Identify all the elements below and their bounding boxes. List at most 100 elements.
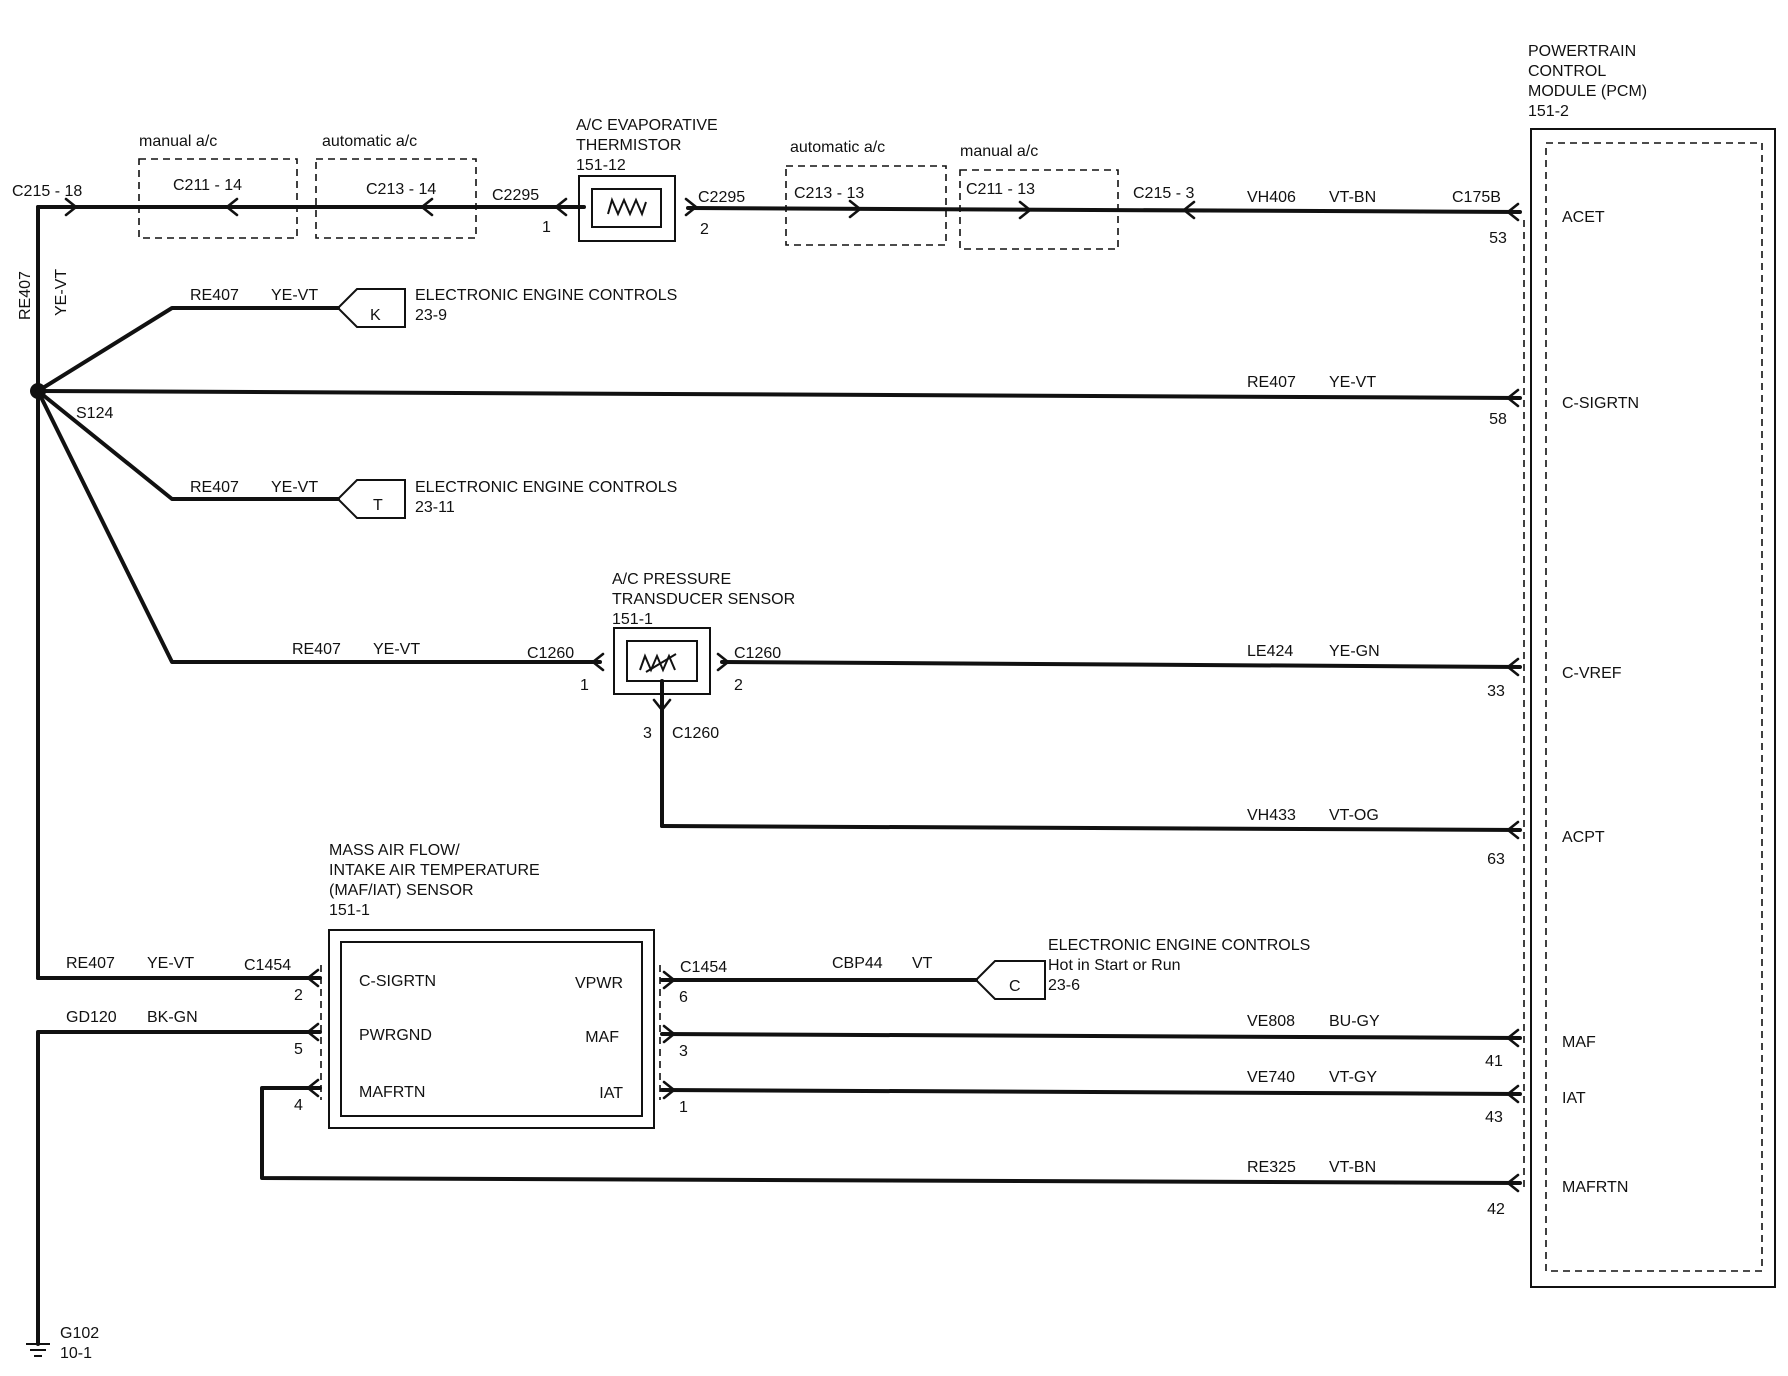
- acp-title-2: TRANSDUCER SENSOR: [612, 591, 795, 608]
- mafiat-outer: [328, 929, 655, 1129]
- mafiat-title-2: INTAKE AIR TEMPERATURE: [329, 862, 540, 879]
- pin-acpt-label: ACPT: [1562, 829, 1605, 846]
- pin-c1260-1: 1: [580, 677, 589, 694]
- arrow-c1260-left: [591, 652, 605, 672]
- arrow-c215-3: [1182, 200, 1196, 220]
- connector-c211-14: C211 - 14: [173, 177, 242, 194]
- acp-title-3: 151-1: [612, 611, 653, 628]
- pcm-inner-dashed: [1545, 142, 1763, 1272]
- mafiat-right-num-6: 6: [679, 989, 688, 1006]
- pin-cvref-label: C-VREF: [1562, 665, 1622, 682]
- wire-acp-left-color: YE-VT: [373, 641, 420, 658]
- arrow-mafrtn: [1506, 1173, 1520, 1193]
- label-automatic-ac-1: automatic a/c: [322, 133, 417, 150]
- acp-sensor-inner: [626, 640, 698, 682]
- wire-gd120-color: BK-GN: [147, 1009, 198, 1026]
- wire-cbp44-circuit: CBP44: [832, 955, 883, 972]
- wire-re407-maf-color: YE-VT: [147, 955, 194, 972]
- wire-csigrtn: [36, 389, 1522, 400]
- wire-csigrtn-circuit: RE407: [1247, 374, 1296, 391]
- mafiat-title-4: 151-1: [329, 902, 370, 919]
- arrow-c1260-bottom: [652, 698, 672, 712]
- mafiat-inner: [340, 941, 643, 1117]
- wire-left-circuit: RE407: [17, 271, 34, 320]
- ground-g102: G102 10-1: [26, 1325, 99, 1362]
- splice-network: RE407 YE-VT S124 RE407 YE-VT K ELECTRONI…: [17, 205, 1522, 980]
- wire-k-color: YE-VT: [271, 287, 318, 304]
- wire-acpt-circuit: VH433: [1247, 807, 1296, 824]
- arrow-iat: [1506, 1084, 1520, 1104]
- eec-c-title-2: Hot in Start or Run: [1048, 957, 1181, 974]
- eec-c-title-1: ELECTRONIC ENGINE CONTROLS: [1048, 937, 1310, 954]
- wire-branch-t: [36, 389, 340, 501]
- arrow-c1454-5: [306, 1022, 320, 1042]
- mafiat-left-num-2: 2: [294, 987, 303, 1004]
- label-manual-ac-2: manual a/c: [960, 143, 1038, 160]
- acp-variable-arrow-icon: [645, 653, 677, 673]
- mafiat-pin-pwrgnd: PWRGND: [359, 1027, 432, 1044]
- arrow-maf: [1506, 1028, 1520, 1048]
- pin-c2295-1: 1: [542, 219, 551, 236]
- label-automatic-ac-2: automatic a/c: [790, 139, 885, 156]
- connector-box-c213-13: [785, 165, 947, 246]
- pcm-outline: [1530, 128, 1776, 1288]
- wire-top-circuit: VH406: [1247, 189, 1296, 206]
- mafiat-pin-mafrtn: MAFRTN: [359, 1084, 425, 1101]
- wire-ve808: [660, 1032, 1522, 1040]
- connector-k: [336, 288, 406, 328]
- pin-mafrtn-label: MAFRTN: [1562, 1179, 1628, 1196]
- pin-mafrtn-number: 42: [1487, 1201, 1505, 1218]
- pcm-title-2: CONTROL: [1528, 63, 1606, 80]
- wire-cvref-color: YE-GN: [1329, 643, 1380, 660]
- pin-iat-number: 43: [1485, 1109, 1503, 1126]
- thermistor-inner: [591, 188, 662, 228]
- acp-sensor-circuit: RE407 YE-VT C1260 1 A/C PRESSURE TRANSDU…: [292, 571, 1522, 840]
- thermistor-resistor-icon: [607, 197, 647, 217]
- pin-acet-label: ACET: [1562, 209, 1605, 226]
- arrow-c215-18: [64, 197, 78, 217]
- arrow-c211-13: [1018, 200, 1032, 220]
- arrow-acpt: [1506, 820, 1520, 840]
- pin-c1260-3: 3: [643, 725, 652, 742]
- mafiat-pin-iat: IAT: [599, 1085, 623, 1102]
- wire-cbp44-color: VT: [912, 955, 933, 972]
- wire-cvref-circuit: LE424: [1247, 643, 1293, 660]
- wire-gd120-circuit: GD120: [66, 1009, 117, 1026]
- wire-ve740: [660, 1088, 1522, 1096]
- thermistor-title-3: 151-12: [576, 157, 626, 174]
- wire-acp-left-circuit: RE407: [292, 641, 341, 658]
- wire-acpt-color: VT-OG: [1329, 807, 1379, 824]
- pin-acpt-number: 63: [1487, 851, 1505, 868]
- mafiat-title-1: MASS AIR FLOW/: [329, 842, 460, 859]
- arrow-c213-14: [420, 197, 434, 217]
- pcm-title-4: 151-2: [1528, 103, 1569, 120]
- mafiat-left-num-5: 5: [294, 1041, 303, 1058]
- arrow-c1454-4: [306, 1078, 320, 1098]
- arrow-cvref: [1506, 657, 1520, 677]
- splice-label-s124: S124: [76, 405, 113, 422]
- pin-acet-number: 53: [1489, 230, 1507, 247]
- eec-c-title-3: 23-6: [1048, 977, 1080, 994]
- connector-c1260-right: C1260: [734, 645, 781, 662]
- pcm-title-1: POWERTRAIN: [1528, 43, 1636, 60]
- connector-c2295-right: C2295: [698, 189, 745, 206]
- mafiat-right-num-3: 3: [679, 1043, 688, 1060]
- arrow-acet: [1506, 202, 1520, 222]
- arrow-c1454-1: [662, 1080, 676, 1100]
- pin-maf-label: MAF: [1562, 1034, 1596, 1051]
- wire-gd120: [36, 1030, 322, 1346]
- mafiat-left-num-4: 4: [294, 1097, 303, 1114]
- arrow-c2295-left: [554, 197, 568, 217]
- connector-c1260-left: C1260: [527, 645, 574, 662]
- wire-ve808-color: BU-GY: [1329, 1013, 1380, 1030]
- connector-c211-13: C211 - 13: [966, 181, 1035, 198]
- wire-branch-k: [36, 306, 340, 393]
- wire-ve740-circuit: VE740: [1247, 1069, 1295, 1086]
- connector-c1454-right: C1454: [680, 959, 727, 976]
- arrow-c1454-3: [662, 1024, 676, 1044]
- pcm-module: POWERTRAIN CONTROL MODULE (PCM) 151-2 AC…: [1485, 43, 1776, 1288]
- connector-c-letter: C: [1009, 978, 1021, 995]
- acet-circuit: C215 - 18 manual a/c C211 - 14 automatic…: [12, 117, 1522, 250]
- arrow-c1454-6: [662, 970, 676, 990]
- connector-box-c211-13: [959, 169, 1119, 250]
